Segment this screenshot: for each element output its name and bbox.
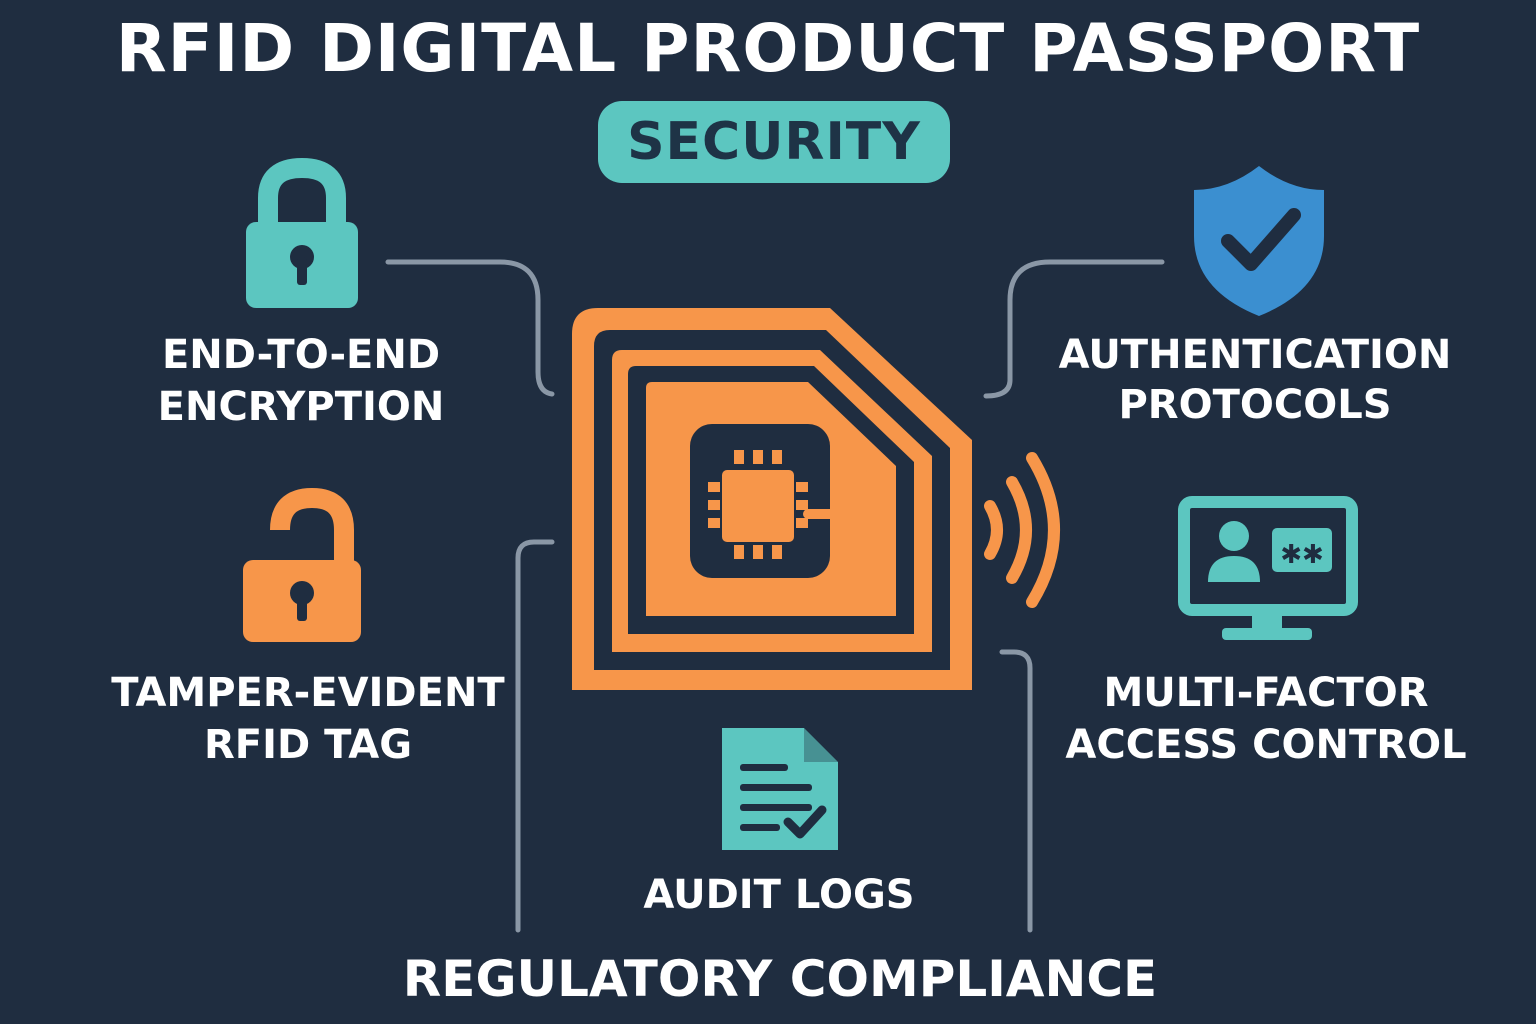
lock-closed-icon [246,157,358,308]
tamper-label-line2: RFID TAG [203,722,413,768]
connector-authentication [983,259,1165,399]
authentication-label-line2: PROTOCOLS [1118,382,1392,428]
security-badge [598,101,950,183]
monitor-user-password-icon: ✱✱ [1178,496,1358,640]
security-badge-label: SECURITY [627,112,921,172]
connector-lines [385,259,1165,933]
rfid-tag-chip-icon [572,308,972,690]
wireless-signal-icon [984,452,1060,608]
audit-logs-label: AUDIT LOGS [643,872,915,918]
page-title: RFID DIGITAL PRODUCT PASSPORT [115,10,1421,87]
authentication-label-line1: AUTHENTICATION [1058,332,1452,378]
connector-tamper [515,539,555,933]
encryption-label-line2: ENCRYPTION [157,384,445,430]
lock-open-icon [243,487,361,642]
connector-compliance [999,649,1033,933]
svg-text:✱✱: ✱✱ [1280,540,1324,570]
tamper-label-line1: TAMPER-EVIDENT [111,670,505,716]
shield-check-icon [1194,166,1324,316]
mfa-label-line2: ACCESS CONTROL [1065,722,1467,768]
mfa-label-line1: MULTI-FACTOR [1103,670,1429,716]
connector-encryption [385,259,555,397]
regulatory-compliance-label: REGULATORY COMPLIANCE [402,950,1158,1008]
encryption-label-line1: END-TO-END [161,332,441,378]
document-check-icon [722,728,838,850]
